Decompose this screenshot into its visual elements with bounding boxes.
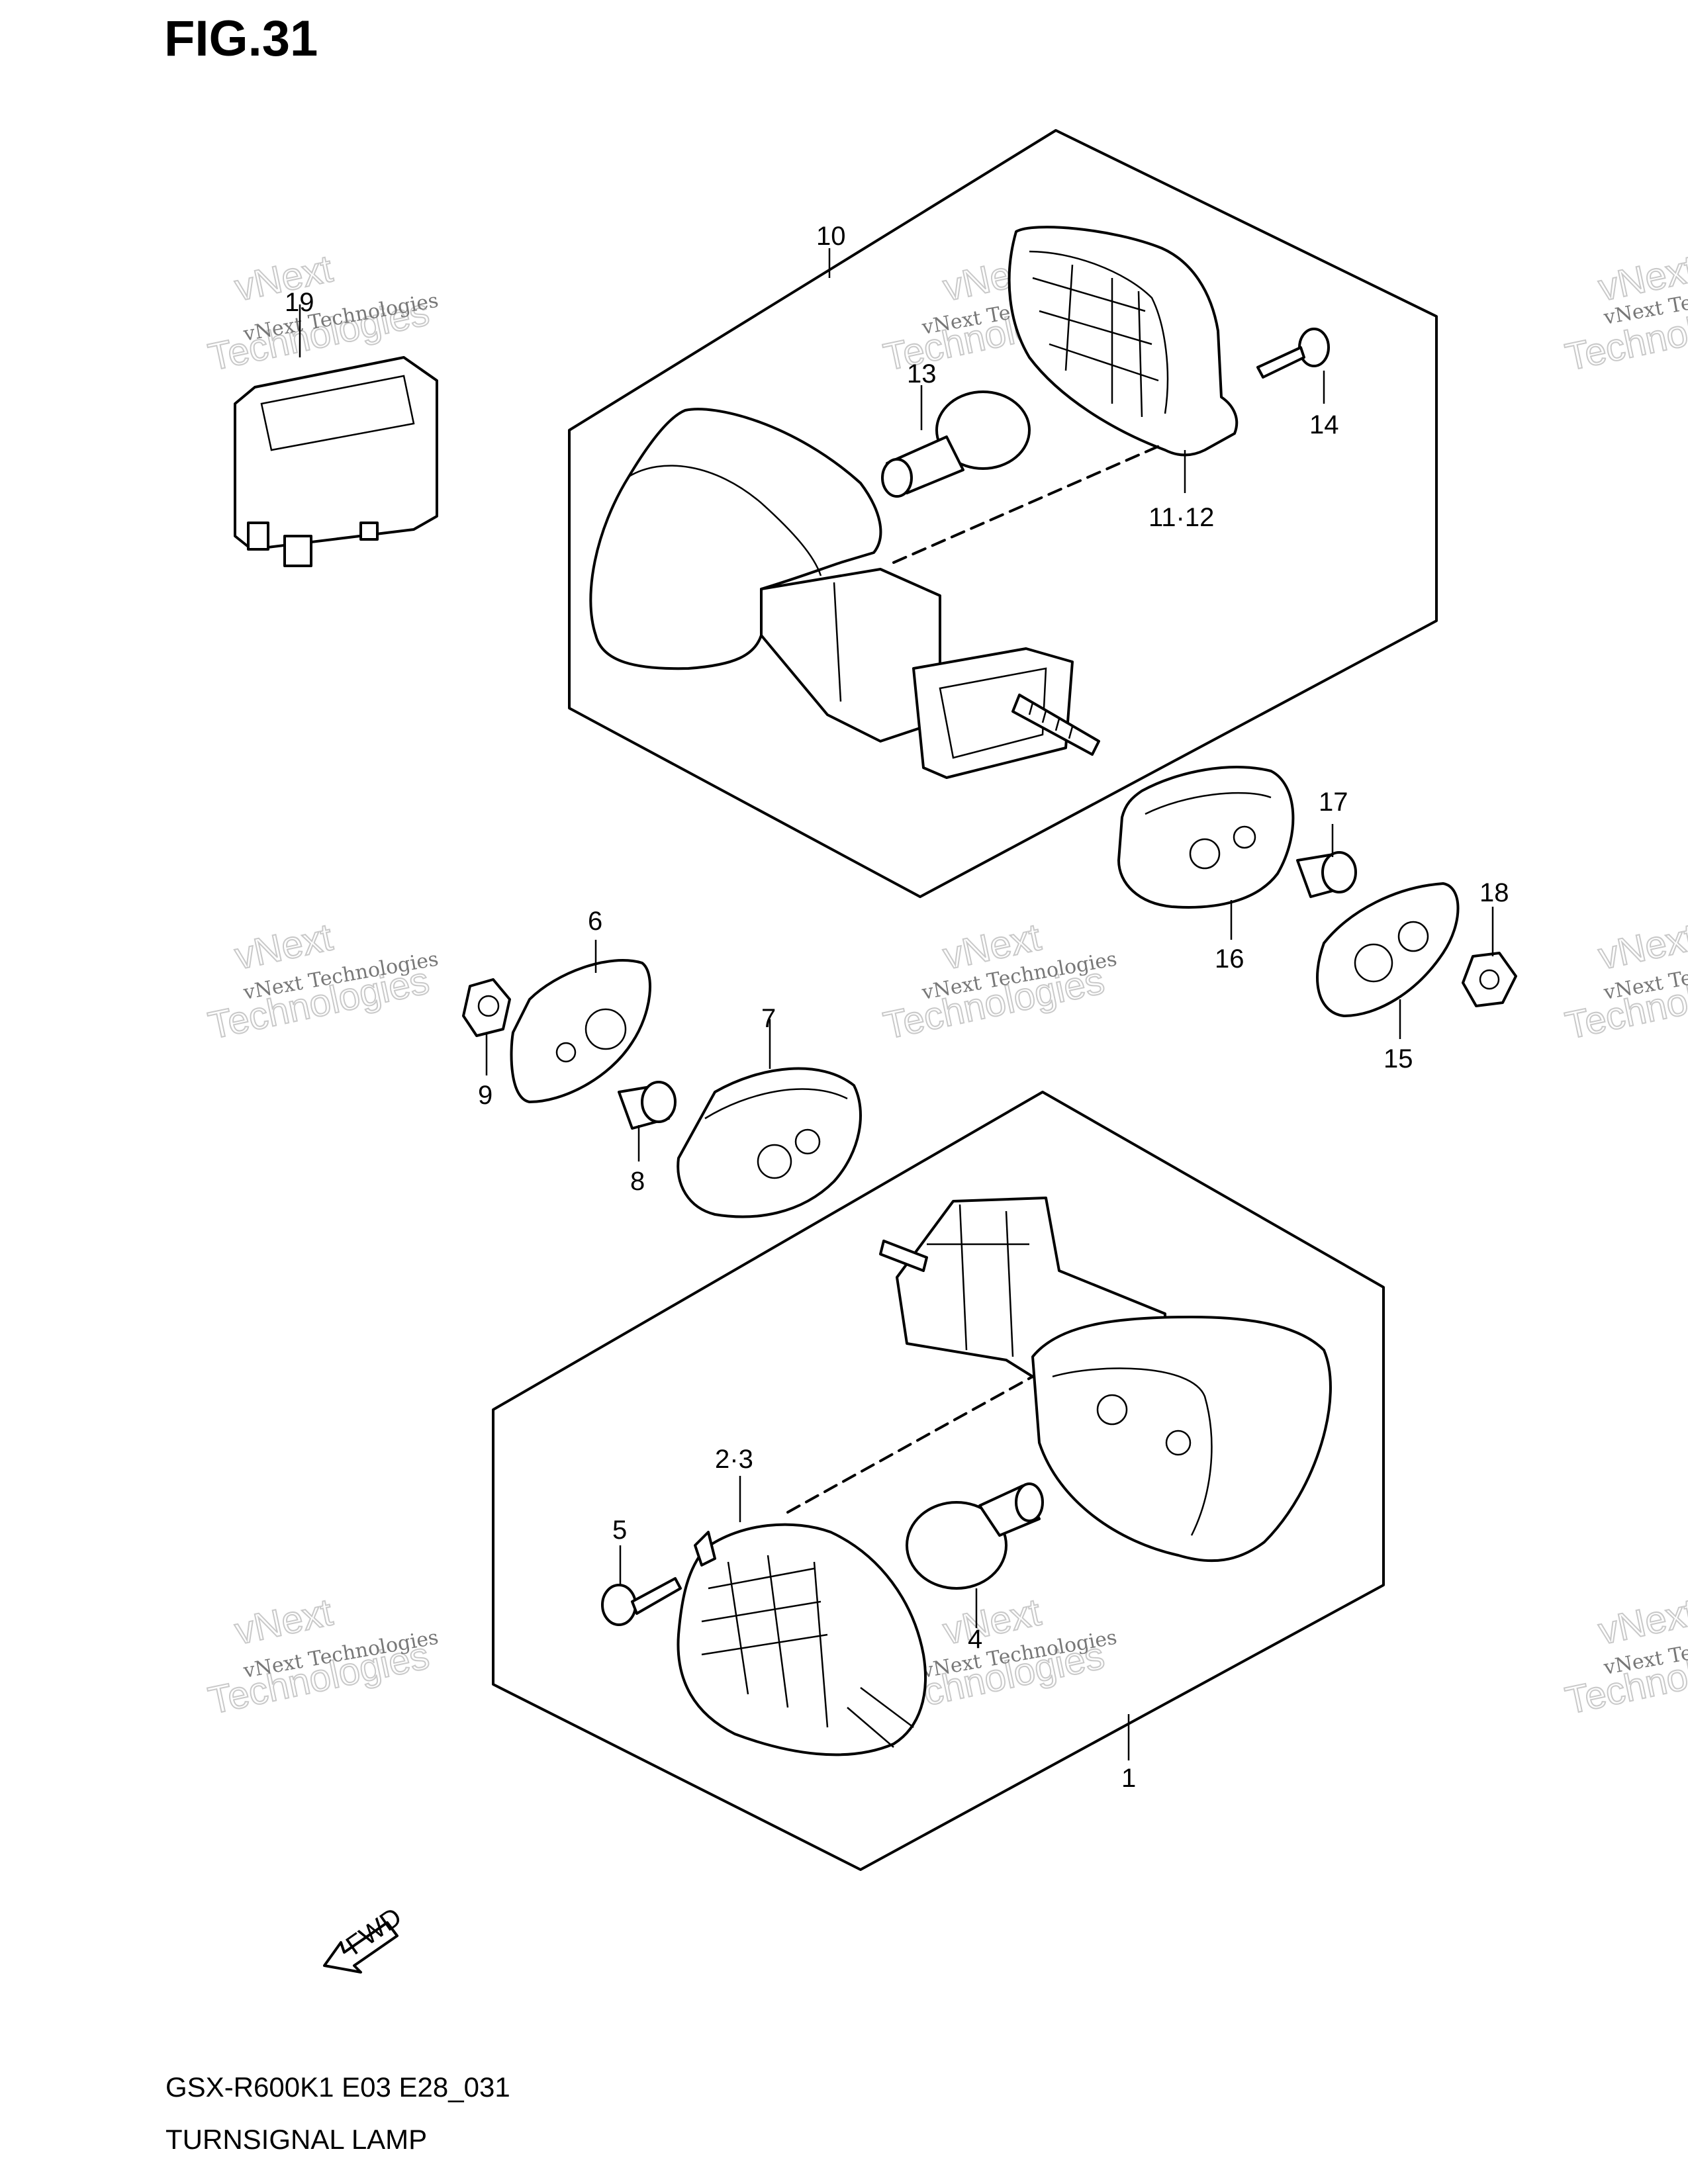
watermark-bottom-right: vNext Technologies vNext Technologies <box>1561 1590 1688 1723</box>
callout-2-3: 2·3 <box>715 1445 753 1474</box>
figure-title: FIG.31 <box>164 11 318 67</box>
watermark-top-right: vNext Technologies vNext Technologies <box>1561 246 1688 379</box>
front-bulb <box>906 1482 1044 1590</box>
watermark-large: vNext <box>231 1590 336 1653</box>
callout-5: 5 <box>612 1516 627 1545</box>
callout-16: 16 <box>1215 944 1244 974</box>
callout-15: 15 <box>1383 1044 1413 1073</box>
callout-17: 17 <box>1319 788 1348 817</box>
rear-spacer <box>1296 851 1357 898</box>
callout-13: 13 <box>907 359 937 388</box>
assembly-guide-line <box>892 442 1166 564</box>
front-guide-line <box>786 1375 1034 1514</box>
callout-1: 1 <box>1121 1764 1136 1793</box>
callout-7: 7 <box>761 1004 776 1033</box>
front-lamp-housing <box>879 1197 1332 1563</box>
front-plate <box>510 959 651 1103</box>
front-lamp-lens <box>677 1523 927 1756</box>
rear-lamp-housing <box>589 408 1100 779</box>
assembly-frame-rear <box>568 129 1438 898</box>
assembly-frame-front <box>492 1091 1385 1871</box>
watermark-mid-left: vNext Technologies vNext Technologies <box>204 915 440 1048</box>
callout-14: 14 <box>1309 410 1339 439</box>
rear-plate <box>1316 882 1460 1017</box>
front-spacer <box>618 1081 677 1130</box>
watermark-mid-right: vNext Technologies vNext Technologies <box>1561 915 1688 1048</box>
watermark-bottom-left: vNext Technologies vNext Technologies <box>204 1590 440 1723</box>
watermark-mid-center: vNext Technologies vNext Technologies <box>879 915 1119 1048</box>
callout-18: 18 <box>1479 878 1509 907</box>
rear-nut <box>1462 952 1517 1007</box>
fwd-arrow-icon: FWD <box>323 1902 407 1974</box>
callout-11-12: 11·12 <box>1149 503 1214 532</box>
callout-10: 10 <box>816 222 846 251</box>
rear-lamp-lens <box>1008 226 1239 457</box>
turn-signal-relay <box>234 356 438 567</box>
callout-6: 6 <box>588 907 602 936</box>
callout-19: 19 <box>285 288 314 317</box>
callout-8: 8 <box>630 1167 645 1196</box>
rear-bulb <box>881 390 1031 498</box>
front-screw <box>601 1577 682 1626</box>
front-collar <box>462 978 511 1037</box>
callout-4: 4 <box>968 1625 982 1654</box>
callout-9: 9 <box>478 1081 492 1110</box>
rear-gasket <box>1117 766 1295 909</box>
front-gasket <box>677 1067 862 1218</box>
model-code: GSX-R600K1 E03 E28_031 <box>165 2071 510 2103</box>
rear-screw <box>1256 328 1330 379</box>
figure-name: TURNSIGNAL LAMP <box>165 2124 427 2155</box>
watermark-large: vNext <box>231 247 336 309</box>
leader-lines <box>299 248 1494 1760</box>
